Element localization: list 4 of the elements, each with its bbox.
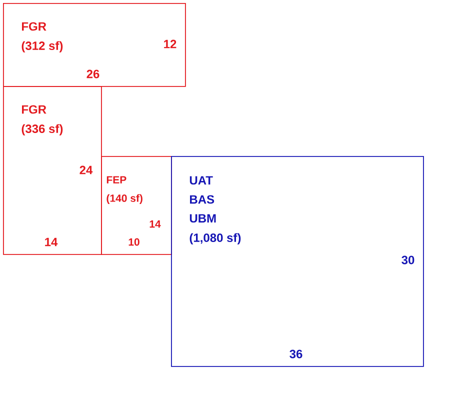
room-box: UAT BAS UBM (1,080 sf) 30 36: [171, 156, 424, 367]
room-box: FGR (336 sf) 24 14: [3, 86, 102, 255]
room-box: FGR (312 sf) 12 26: [3, 3, 186, 87]
room-box: FEP (140 sf) 14 10: [101, 156, 172, 255]
